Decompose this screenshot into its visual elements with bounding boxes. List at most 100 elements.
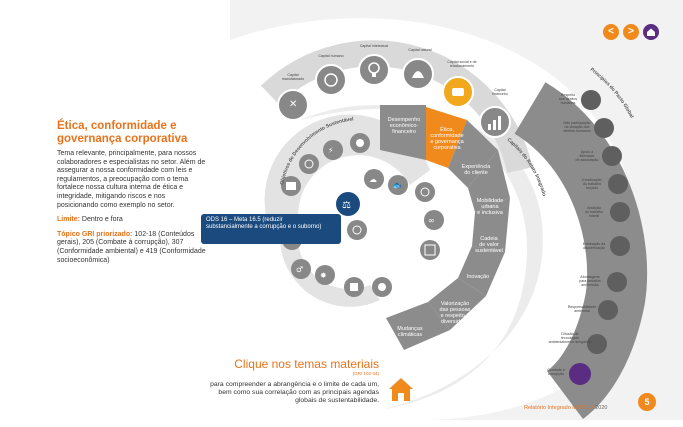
page-navigation: < > — [603, 24, 659, 40]
tooltip-line: substancialmente a corrupção e o suborno… — [206, 224, 322, 231]
theme-inovacao[interactable] — [458, 246, 505, 296]
svg-text:✸: ✸ — [320, 271, 327, 280]
cta-title: Clique nos temas materiais — [234, 357, 379, 371]
ods-icon[interactable] — [372, 277, 392, 297]
capital-label: Capital natural — [408, 48, 431, 52]
theme-valorizacao[interactable] — [428, 278, 486, 330]
svg-text:♂: ♂ — [296, 265, 303, 274]
svg-text:⚖: ⚖ — [342, 200, 351, 211]
limit-line: Limite: Dentro e fora — [57, 216, 207, 225]
svg-text:🐟: 🐟 — [392, 181, 402, 190]
ods-icon[interactable] — [299, 154, 319, 174]
ods-icon[interactable]: ⚡ — [323, 140, 343, 160]
section-title-line: governança corporativa — [57, 133, 188, 145]
capital-financeiro[interactable] — [479, 106, 511, 138]
capital-label: Capital intelectual — [360, 44, 389, 48]
tooltip-line: ODS 16 – Meta 16.5 (reduzir — [206, 217, 283, 223]
section-title: Ética, conformidade e governança corpora… — [57, 120, 207, 146]
ods-icon[interactable] — [347, 220, 367, 240]
theme-mudancas[interactable] — [386, 302, 450, 350]
svg-text:∞: ∞ — [428, 216, 435, 225]
theme-experiencia[interactable] — [448, 120, 498, 188]
ods-icon[interactable] — [344, 277, 364, 297]
themes-ring — [380, 105, 510, 350]
capital-intelectual[interactable] — [358, 54, 390, 86]
capital-manufaturado[interactable]: ✕ — [277, 89, 309, 121]
ods-tooltip: ODS 16 – Meta 16.5 (reduzir substancialm… — [201, 214, 341, 244]
report-name: Relatório Integrado MOVIDA — [524, 405, 594, 411]
ods-icon[interactable]: ✸ — [315, 265, 335, 285]
limit-value: Dentro e fora — [81, 216, 123, 224]
theme-cadeia[interactable] — [472, 198, 510, 252]
theme-etica[interactable] — [426, 107, 467, 168]
cta-text: para compreender a abrangência e o limit… — [210, 381, 379, 404]
gri-value: 102-18 (Conteúdos gerais), 205 (Combate … — [57, 230, 206, 264]
svg-text:✕: ✕ — [289, 99, 297, 110]
ods-icon[interactable] — [420, 240, 440, 260]
footer: Relatório Integrado MOVIDA 2020 — [524, 405, 607, 411]
capital-label: Capital humano — [318, 54, 343, 58]
capital-natural[interactable] — [402, 58, 434, 90]
next-page-button[interactable]: > — [623, 24, 639, 40]
capital-social[interactable] — [442, 76, 474, 108]
ods-icon[interactable] — [281, 176, 301, 196]
theme-label: Inovação — [467, 274, 489, 280]
capital-humano[interactable] — [315, 64, 347, 96]
svg-text:⚡: ⚡ — [328, 146, 334, 155]
prev-page-button[interactable]: < — [603, 24, 619, 40]
home-button[interactable] — [643, 24, 659, 40]
background-swirl — [230, 0, 683, 420]
cta-subtitle: (GRI 102-44) — [352, 371, 379, 376]
svg-text:☁: ☁ — [369, 175, 377, 184]
ods-icon[interactable]: 🐟 — [388, 175, 408, 195]
ods-icon[interactable] — [350, 133, 370, 153]
theme-description-panel: Ética, conformidade e governança corpora… — [57, 120, 207, 271]
gri-line: Tópico GRI priorizado: 102-18 (Conteúdos… — [57, 231, 207, 265]
cta-block: Clique nos temas materiais (GRI 102-44) … — [203, 358, 379, 405]
home-icon — [647, 28, 655, 36]
limit-label: Limite: — [57, 216, 80, 224]
ods-icon[interactable]: ∞ — [424, 210, 444, 230]
section-description: Tema relevante, principalmente, para nos… — [57, 150, 206, 209]
ods-icon[interactable]: ♂ — [291, 259, 311, 279]
theme-desempenho[interactable] — [380, 105, 426, 160]
page-number: 5 — [638, 393, 656, 411]
home-icon[interactable] — [386, 375, 416, 403]
ods-icon[interactable]: ☁ — [364, 169, 384, 189]
ods-icon[interactable] — [415, 182, 435, 202]
ods-16-icon[interactable]: ⚖ — [336, 192, 360, 216]
theme-mobilidade[interactable] — [468, 150, 510, 212]
